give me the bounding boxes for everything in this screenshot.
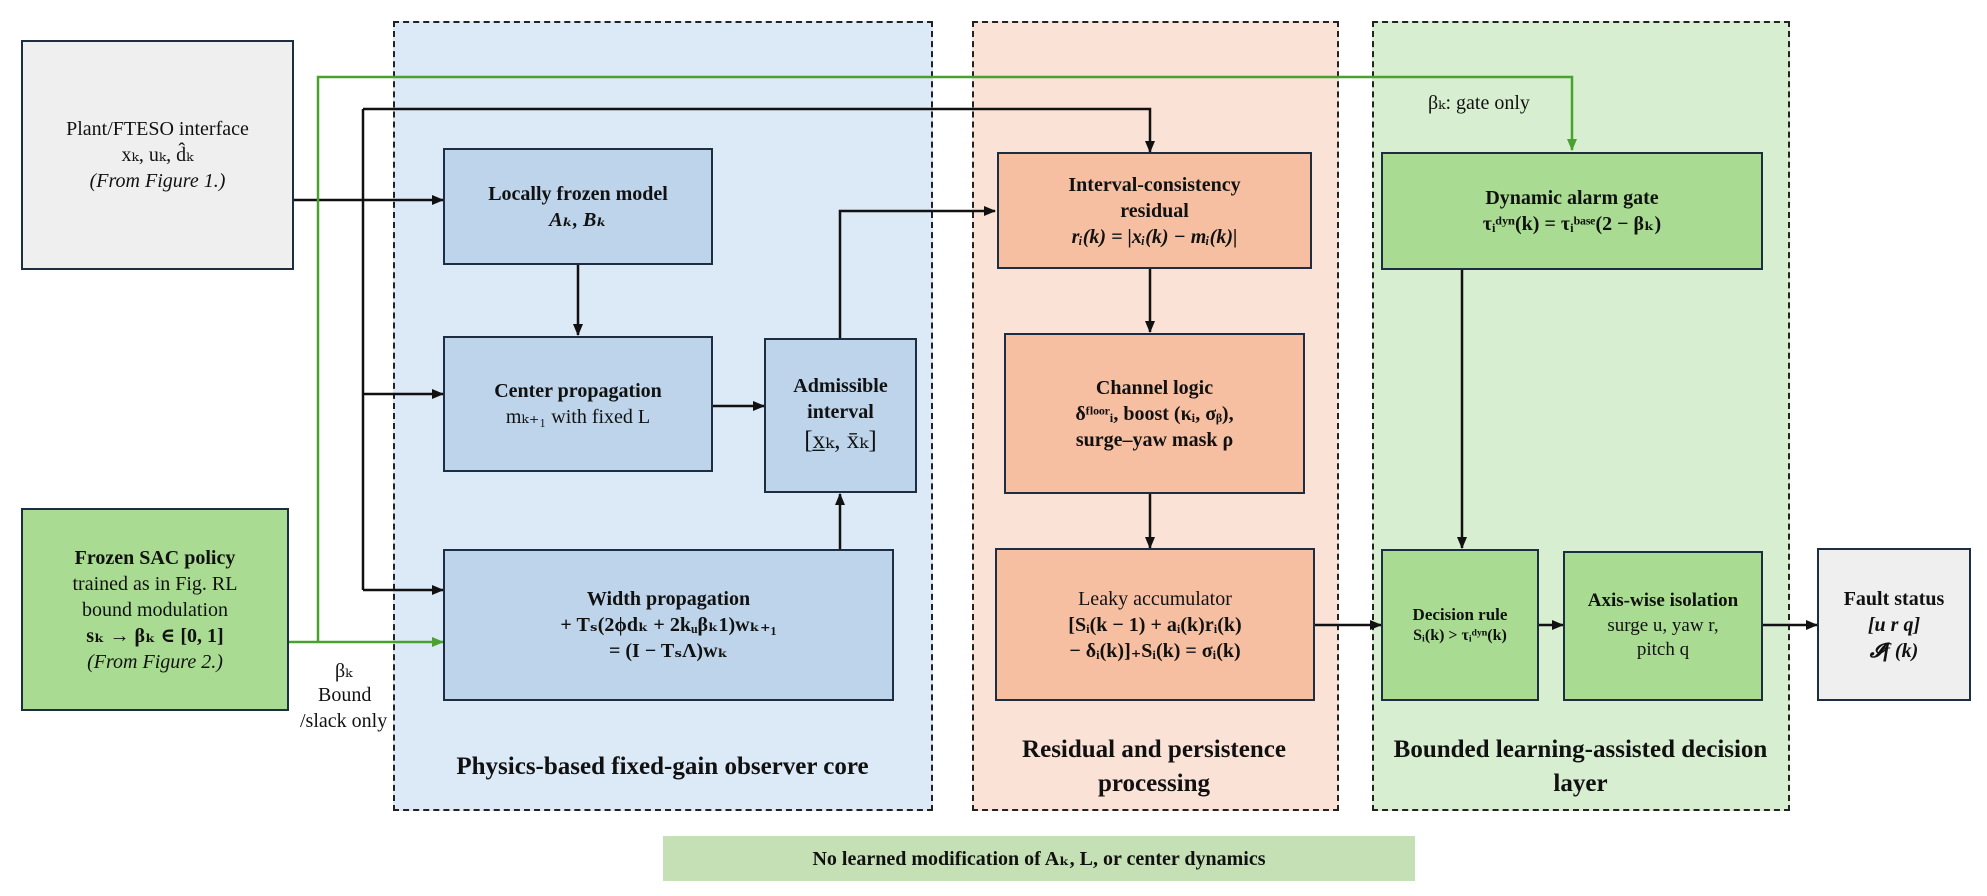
- slack-only-label: /slack only: [300, 710, 388, 732]
- center-prop-formula: mₖ₊₁ with fixed L: [505, 406, 651, 428]
- sac-title: Frozen SAC policy: [74, 546, 236, 569]
- alarm-gate-title: Dynamic alarm gate: [1485, 187, 1659, 209]
- arrow-bus-to-residual: [363, 107, 1155, 153]
- leaky-acc-title: Leaky accumulator: [1078, 587, 1232, 610]
- arrow-admissible-to-residual: [838, 206, 996, 338]
- frozen-model-title: Locally frozen model: [488, 182, 668, 205]
- channel-logic-line-3: surge–yaw mask ρ: [1075, 428, 1234, 451]
- residual-title-2: residual: [1120, 199, 1189, 222]
- channel-logic-box: Channel logic δᶠˡᵒᵒʳᵢ, boost (κᵢ, σᵦ), s…: [1004, 333, 1305, 494]
- decision-rule-title: Decision rule: [1412, 604, 1508, 624]
- center-prop-title: Center propagation: [494, 380, 662, 402]
- plant-signals: xₖ, uₖ, d̂ₖ: [121, 144, 194, 166]
- interval-consistency-residual-box: Interval-consistency residual rᵢ(k) = |x…: [997, 152, 1312, 269]
- footer-note: No learned modification of Aₖ, L, or cen…: [663, 836, 1415, 881]
- residual-title-1: Interval-consistency: [1068, 173, 1241, 196]
- axis-isolation-line-3: pitch q: [1636, 639, 1690, 661]
- admissible-interval-box: Admissible interval [x̲ₖ, x̄ₖ]: [764, 338, 917, 493]
- observer-core-title: Physics-based fixed-gain observer core: [456, 753, 869, 780]
- residual-formula: rᵢ(k) = |xᵢ(k) − mᵢ(k)|: [1071, 225, 1238, 248]
- decision-rule-box: Decision rule Sᵢ(k) > τᵢᵈʸⁿ(k): [1381, 549, 1539, 701]
- sac-source-note: (From Figure 2.): [87, 650, 223, 673]
- plant-fteso-interface-box: Plant/FTESO interface xₖ, uₖ, d̂ₖ (From …: [21, 40, 294, 270]
- admissible-line-2: interval: [807, 401, 874, 424]
- leaky-acc-line-3: − δᵢ(k)]₊Sᵢ(k) = σᵢ(k): [1069, 639, 1241, 662]
- width-prop-line-2: + Tₛ(2ϕdₖ + 2kᵤβₖ1)wₖ₊₁: [560, 614, 777, 636]
- footer-note-text: No learned modification of Aₖ, L, or cen…: [812, 848, 1266, 870]
- green-arrow-beta-to-gate: [316, 75, 1577, 642]
- decision-layer-title: Bounded learning-assisted decision layer: [1393, 736, 1768, 797]
- bound-label: Bound: [318, 684, 372, 706]
- channel-logic-title: Channel logic: [1095, 376, 1214, 399]
- fault-status-indicator: 𝓘f (k): [1869, 639, 1919, 662]
- leaky-acc-line-2: [Sᵢ(k − 1) + aᵢ(k)rᵢ(k): [1068, 613, 1242, 636]
- plant-title: Plant/FTESO interface: [66, 118, 249, 140]
- plant-source-note: (From Figure 1.): [89, 170, 226, 192]
- alarm-gate-formula: τᵢᵈʸⁿ(k) = τᵢᵇᵃˢᵉ(2 − βₖ): [1482, 213, 1662, 235]
- axis-isolation-line-2: surge u, yaw r,: [1607, 614, 1719, 636]
- dynamic-alarm-gate-box: Dynamic alarm gate τᵢᵈʸⁿ(k) = τᵢᵇᵃˢᵉ(2 −…: [1381, 152, 1763, 270]
- fault-status-title: Fault status: [1843, 587, 1945, 610]
- width-prop-title: Width propagation: [586, 588, 751, 610]
- residual-processing-title: Residual and persistence processing: [1022, 736, 1286, 797]
- decision-rule-formula: Sᵢ(k) > τᵢᵈʸⁿ(k): [1413, 626, 1507, 644]
- center-propagation-box: Center propagation mₖ₊₁ with fixed L: [443, 336, 713, 472]
- leaky-accumulator-box: Leaky accumulator [Sᵢ(k − 1) + aᵢ(k)rᵢ(k…: [995, 548, 1315, 701]
- sac-mapping-formula: sₖ → βₖ ∈ [0, 1]: [86, 624, 224, 647]
- channel-logic-line-2: δᶠˡᵒᵒʳᵢ, boost (κᵢ, σᵦ),: [1075, 402, 1234, 425]
- admissible-line-1: Admissible: [793, 375, 888, 398]
- frozen-sac-policy-box: Frozen SAC policy trained as in Fig. RL …: [21, 508, 289, 711]
- beta-k-label: βₖ: [335, 660, 353, 682]
- admissible-formula: [x̲ₖ, x̄ₖ]: [804, 427, 877, 455]
- sac-line-3: bound modulation: [81, 598, 229, 621]
- locally-frozen-model-box: Locally frozen model Aₖ, Bₖ: [443, 148, 713, 265]
- axis-wise-isolation-box: Axis-wise isolation surge u, yaw r, pitc…: [1563, 551, 1763, 701]
- width-propagation-box: Width propagation + Tₛ(2ϕdₖ + 2kᵤβₖ1)wₖ₊…: [443, 549, 894, 701]
- axis-isolation-title: Axis-wise isolation: [1587, 589, 1739, 611]
- frozen-model-formula: Aₖ, Bₖ: [549, 208, 607, 231]
- width-prop-line-3: = (I − TₛΛ)wₖ: [608, 640, 728, 662]
- sac-line-2: trained as in Fig. RL: [72, 572, 238, 595]
- fault-status-box: Fault status [u r q] 𝓘f (k): [1817, 548, 1971, 701]
- fault-status-vector: [u r q]: [1867, 613, 1921, 636]
- beta-gate-only-label: βₖ: gate only: [1428, 92, 1530, 114]
